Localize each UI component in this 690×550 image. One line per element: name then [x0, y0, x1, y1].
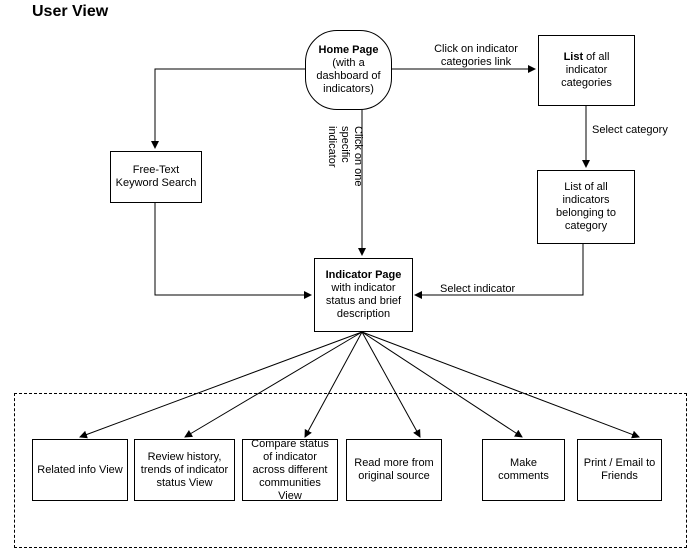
edge-label-click-specific: Click on one specific indicator: [325, 126, 364, 200]
edge-label-select-indicator: Select indicator: [440, 283, 516, 295]
output-label: Related info View: [37, 463, 123, 476]
free-text-search-text: Free-Text Keyword Search: [115, 164, 197, 189]
edge-label-categories-link: Click on indicator categories link: [420, 43, 532, 69]
free-text-search-node: Free-Text Keyword Search: [110, 151, 202, 203]
edge-indicator-to-output-1: [79, 331, 363, 439]
output-label: Review history, trends of indicator stat…: [140, 450, 229, 489]
indicator-page-title: Indicator Page: [325, 269, 402, 281]
output-group-frame: [14, 393, 687, 548]
edge-indicator-to-output-5: [361, 331, 523, 438]
edge-home-to-search: [151, 68, 305, 149]
output-label: Compare status of indicator across diffe…: [251, 437, 329, 502]
review-history-view-node: Review history, trends of indicator stat…: [134, 439, 235, 501]
edge-indicator-to-output-3: [304, 331, 363, 438]
output-label: Print / Email to Friends: [583, 457, 656, 482]
categories-list-desc: of all indicator categories: [561, 51, 612, 89]
diagram-title: User View: [32, 3, 109, 20]
compare-status-view-node: Compare status of indicator across diffe…: [242, 437, 338, 502]
categories-list-title: List: [563, 51, 584, 63]
indicators-list-text: List of all indicators belonging to cate…: [556, 181, 616, 232]
indicator-page-node: Indicator Page with indicator status and…: [314, 258, 413, 332]
edge-label-select-category: Select category: [592, 124, 668, 136]
home-page-title: Home Page: [318, 44, 379, 56]
indicators-list-node: List of all indicators belonging to cate…: [537, 170, 635, 244]
related-info-view-node: Related info View: [32, 439, 128, 501]
output-label: Read more from original source: [354, 457, 434, 482]
edge-label-categories-link-text: Click on indicator categories link: [434, 43, 518, 68]
make-comments-node: Make comments: [482, 439, 565, 501]
output-label: Make comments: [498, 457, 549, 482]
indicator-page-desc: with indicator status and brief descript…: [325, 282, 402, 320]
edge-indicator-to-output-2: [184, 331, 363, 438]
read-more-node: Read more from original source: [346, 439, 442, 501]
home-page-node: Home Page (with a dashboard of indicator…: [305, 30, 392, 110]
edge-label-click-specific-text: Click on one specific indicator: [326, 126, 364, 187]
edge-indicators-to-indicator: [414, 244, 584, 299]
edge-indicator-to-output-4: [361, 331, 421, 438]
home-page-desc: (with a dashboard of indicators): [316, 57, 381, 95]
edge-indicator-to-output-6: [361, 331, 640, 439]
categories-list-node: List of all indicator categories: [538, 35, 635, 106]
print-email-node: Print / Email to Friends: [577, 439, 662, 501]
edge-search-to-indicator: [154, 203, 312, 299]
